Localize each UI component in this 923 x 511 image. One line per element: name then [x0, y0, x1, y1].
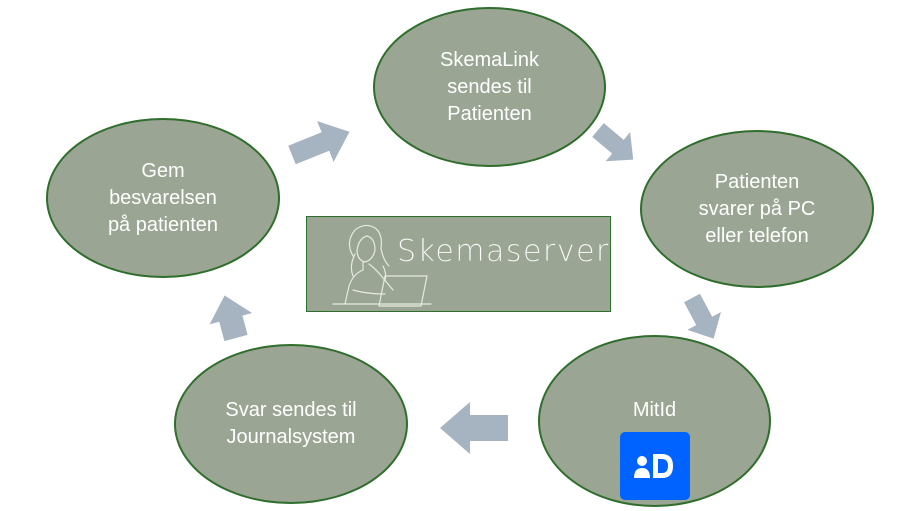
- mitid-logo-icon: [619, 432, 690, 500]
- step-send-link: SkemaLink sendes til Patienten: [373, 7, 606, 167]
- step-label: Svar sendes til Journalsystem: [225, 399, 357, 448]
- step-label: Gem besvarelsen på patienten: [107, 159, 219, 236]
- arrow-1-icon: [288, 121, 350, 165]
- step-send-to-journal: Svar sendes til Journalsystem: [174, 344, 408, 504]
- arrow-4-icon: [440, 402, 508, 454]
- step-patient-answers: Patienten svarer på PC eller telefon: [640, 130, 874, 288]
- step-mitid: MitId: [538, 335, 771, 507]
- arrow-3-icon: [684, 293, 721, 339]
- step-label: Patienten svarer på PC eller telefon: [698, 170, 816, 247]
- arrow-2-icon: [592, 123, 634, 162]
- step-label: SkemaLink sendes til Patienten: [440, 48, 539, 125]
- arrow-5-icon: [209, 295, 253, 342]
- step-label: MitId: [632, 399, 677, 421]
- skemaserver-logo: Skemaserver: [306, 216, 611, 312]
- center-label: Skemaserver: [397, 234, 610, 269]
- woman-at-laptop-icon: [332, 224, 432, 307]
- step-save-answer: Gem besvarelsen på patienten: [46, 118, 280, 278]
